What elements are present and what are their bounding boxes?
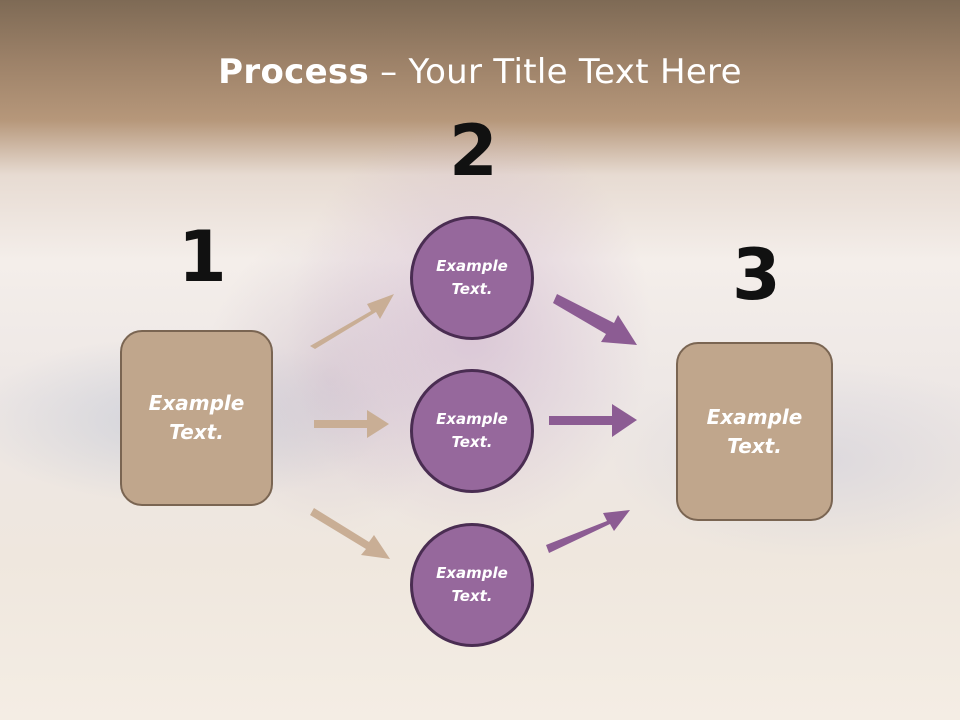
arrow-2-to-3-top (553, 294, 637, 345)
step-number-1: 1 (178, 216, 227, 298)
arrow-2-to-3-middle (549, 404, 637, 437)
step-2-circle-bottom: Example Text. (410, 523, 534, 647)
title-rest: – Your Title Text Here (369, 52, 742, 92)
step-1-box: Example Text. (120, 330, 273, 506)
step-2-text-middle: Example Text. (436, 410, 508, 451)
step-3-text: Example Text. (706, 404, 803, 458)
arrow-1-to-2-middle (314, 410, 389, 438)
title-bold: Process (218, 52, 370, 92)
step-2-circle-top: Example Text. (410, 216, 534, 340)
slide-title: Process – Your Title Text Here (0, 52, 960, 92)
step-2-circle-middle: Example Text. (410, 369, 534, 493)
arrow-2-to-3-bottom (546, 510, 630, 553)
step-number-3: 3 (732, 234, 781, 316)
step-1-text: Example Text. (148, 391, 245, 444)
arrow-1-to-2-top (310, 294, 394, 349)
step-2-text-top: Example Text. (436, 257, 508, 298)
arrow-1-to-2-bottom (310, 508, 390, 559)
step-3-box: Example Text. (676, 342, 833, 521)
step-2-text-bottom: Example Text. (436, 564, 508, 605)
step-number-2: 2 (449, 110, 498, 192)
